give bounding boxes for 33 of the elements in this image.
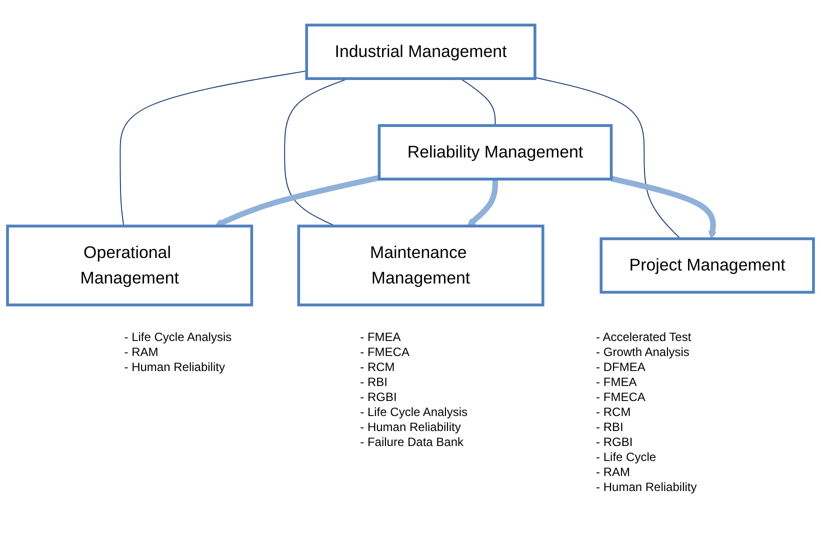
node-box: Project Management <box>600 237 815 294</box>
list-item: - FMEA <box>360 330 402 345</box>
arrow <box>467 179 498 226</box>
node-box: Operational Management <box>6 224 254 306</box>
node-box: Maintenance Management <box>297 224 544 306</box>
list-item: - Life Cycle Analysis <box>124 330 232 345</box>
list-item: - RAM <box>596 465 632 480</box>
list-item: - FMECA <box>360 345 410 360</box>
node-box: Industrial Management <box>305 24 536 80</box>
list-item: - Human Reliability <box>596 480 697 495</box>
list-item: - Accelerated Test <box>596 330 692 345</box>
arrow <box>214 174 380 228</box>
list-item: - Life Cycle <box>596 450 658 465</box>
arrow <box>610 176 716 240</box>
list-item: - Human Reliability <box>124 360 226 375</box>
list-item: - Life Cycle Analysis <box>360 405 468 420</box>
list-item: - FMECA <box>596 390 646 405</box>
list-item: - DFMEA <box>596 360 646 375</box>
list-item: - RCM <box>596 405 632 420</box>
list-item: - RBI <box>596 420 624 435</box>
list-item: - FMEA <box>596 375 638 390</box>
list-item: - RBI <box>360 375 388 390</box>
connector <box>120 70 308 227</box>
list-item: - Human Reliability <box>360 420 462 435</box>
list-item: - RAM <box>124 345 160 360</box>
list-item: - Growth Analysis <box>596 345 690 360</box>
connector <box>460 78 496 126</box>
list-item: - Failure Data Bank <box>360 435 465 450</box>
list-item: - RCM <box>360 360 396 375</box>
node-box: Reliability Management <box>378 124 613 180</box>
connector <box>534 77 681 240</box>
list-item: - RGBI <box>596 435 634 450</box>
list-item: - RGBI <box>360 390 398 405</box>
